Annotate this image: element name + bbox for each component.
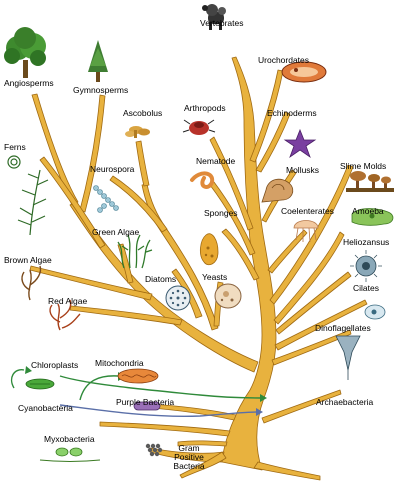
label-archaebacteria: Archaebacteria	[316, 397, 374, 407]
cyanobacteria-to-chloroplast-line	[59, 375, 263, 399]
branch-gymnosperms	[79, 94, 106, 213]
green-arrowhead-to-trunk	[260, 394, 267, 402]
label-gymnosperms: Gymnosperms	[73, 85, 129, 95]
label-nematode: Nematode	[196, 156, 236, 166]
branch-dinoflagellates	[271, 329, 352, 366]
branch-echinoderms	[255, 111, 291, 173]
label-slime-molds: Slime Molds	[340, 161, 387, 171]
branch-gram-positive	[177, 440, 228, 447]
branch-sponges	[221, 228, 260, 281]
label-angiosperms: Angiosperms	[4, 78, 54, 88]
branch-archaebacteria	[261, 389, 342, 424]
label-urochordates: Urochordates	[258, 55, 310, 65]
root-right	[253, 461, 321, 481]
snail-shell-icon	[261, 178, 294, 203]
purple-arrowhead-to-trunk	[256, 408, 263, 416]
chloroplast-arrowhead	[25, 366, 32, 374]
label-purple-bacteria: Purple Bacteria	[116, 397, 175, 407]
red-algae-icon	[49, 299, 81, 331]
label-yeasts: Yeasts	[202, 272, 228, 282]
nematode-worm-icon	[190, 171, 215, 189]
root-mid	[179, 451, 227, 479]
tree-icon	[4, 27, 46, 78]
label-amoeba: Amoeba	[352, 206, 384, 216]
mushroom-cluster-icon	[125, 126, 150, 138]
dog-icon	[202, 4, 226, 30]
branch-slime-molds	[269, 164, 354, 305]
worm-sac-icon	[281, 61, 327, 83]
label-brown-algae: Brown Algae	[4, 255, 52, 265]
fern-icon	[7, 155, 49, 236]
label-coelenterates: Coelenterates	[281, 206, 334, 216]
gram-positive-bacteria-icon	[145, 443, 163, 457]
label-sponges: Sponges	[204, 208, 238, 218]
label-cilates: Cilates	[353, 283, 379, 293]
label-ferns: Ferns	[4, 142, 26, 152]
branch-ferns	[39, 156, 106, 249]
brown-algae-icon	[21, 265, 42, 301]
label-myxobacteria: Myxobacteria	[44, 434, 95, 444]
label-diatoms: Diatoms	[145, 274, 177, 284]
mitochondrion-icon	[117, 368, 159, 384]
main-trunk	[221, 56, 277, 471]
chloroplast-arrow	[10, 369, 25, 389]
branch-amoeba	[273, 231, 345, 325]
label-echinoderms: Echinoderms	[267, 108, 317, 118]
branch-cilates	[274, 299, 368, 351]
branch-coelenterates	[267, 229, 308, 274]
branch-angiosperms	[31, 93, 79, 206]
label-mitochondria: Mitochondria	[95, 358, 144, 368]
green-algae-icon	[117, 234, 153, 269]
dinoflagellate-icon	[335, 335, 361, 380]
branch-heliozansus	[275, 271, 352, 335]
branch-brown-algae	[29, 265, 153, 301]
fungal-chain-icon	[93, 185, 119, 213]
label-heliozansus: Heliozansus	[343, 237, 390, 247]
label-neurospora: Neurospora	[90, 164, 135, 174]
sponge-icon	[200, 233, 219, 266]
label-dinoflagellates: Dinoflagellates	[315, 323, 371, 333]
starfish-icon	[283, 128, 317, 159]
heliozoan-icon	[350, 250, 382, 282]
slime-mold-icon	[346, 171, 394, 192]
branch-neurospora	[109, 175, 168, 233]
branch-ascobolus	[135, 140, 150, 187]
label-gram-positive-bacteria: Gram Positive Bacteria	[173, 443, 205, 471]
amoeba-icon	[351, 208, 394, 226]
label-cyanobacteria: Cyanobacteria	[18, 403, 73, 413]
label-ascobolus: Ascobolus	[123, 108, 163, 118]
branch-arthropods	[209, 136, 254, 231]
yeast-cell-icon	[214, 283, 242, 309]
label-red-algae: Red Algae	[48, 296, 88, 306]
label-mollusks: Mollusks	[286, 165, 320, 175]
ciliate-icon	[364, 304, 386, 320]
purple-bacteria-arrow	[59, 404, 259, 417]
branch-myxobacteria	[99, 421, 231, 437]
label-arthropods: Arthropods	[184, 103, 226, 113]
chloroplast-icon	[25, 378, 55, 390]
diatom-icon	[165, 285, 191, 311]
myxobacteria-icon	[39, 447, 101, 462]
tick-icon	[182, 119, 216, 135]
jellyfish-icon	[293, 220, 319, 243]
conifer-icon	[88, 40, 108, 82]
purple-bacterium-icon	[133, 401, 161, 411]
label-green-algae: Green Algae	[92, 227, 140, 237]
label-vertebrates: Vertebrates	[200, 18, 244, 28]
mitochondria-arrow	[79, 375, 119, 401]
label-chloroplasts: Chloroplasts	[31, 360, 79, 370]
